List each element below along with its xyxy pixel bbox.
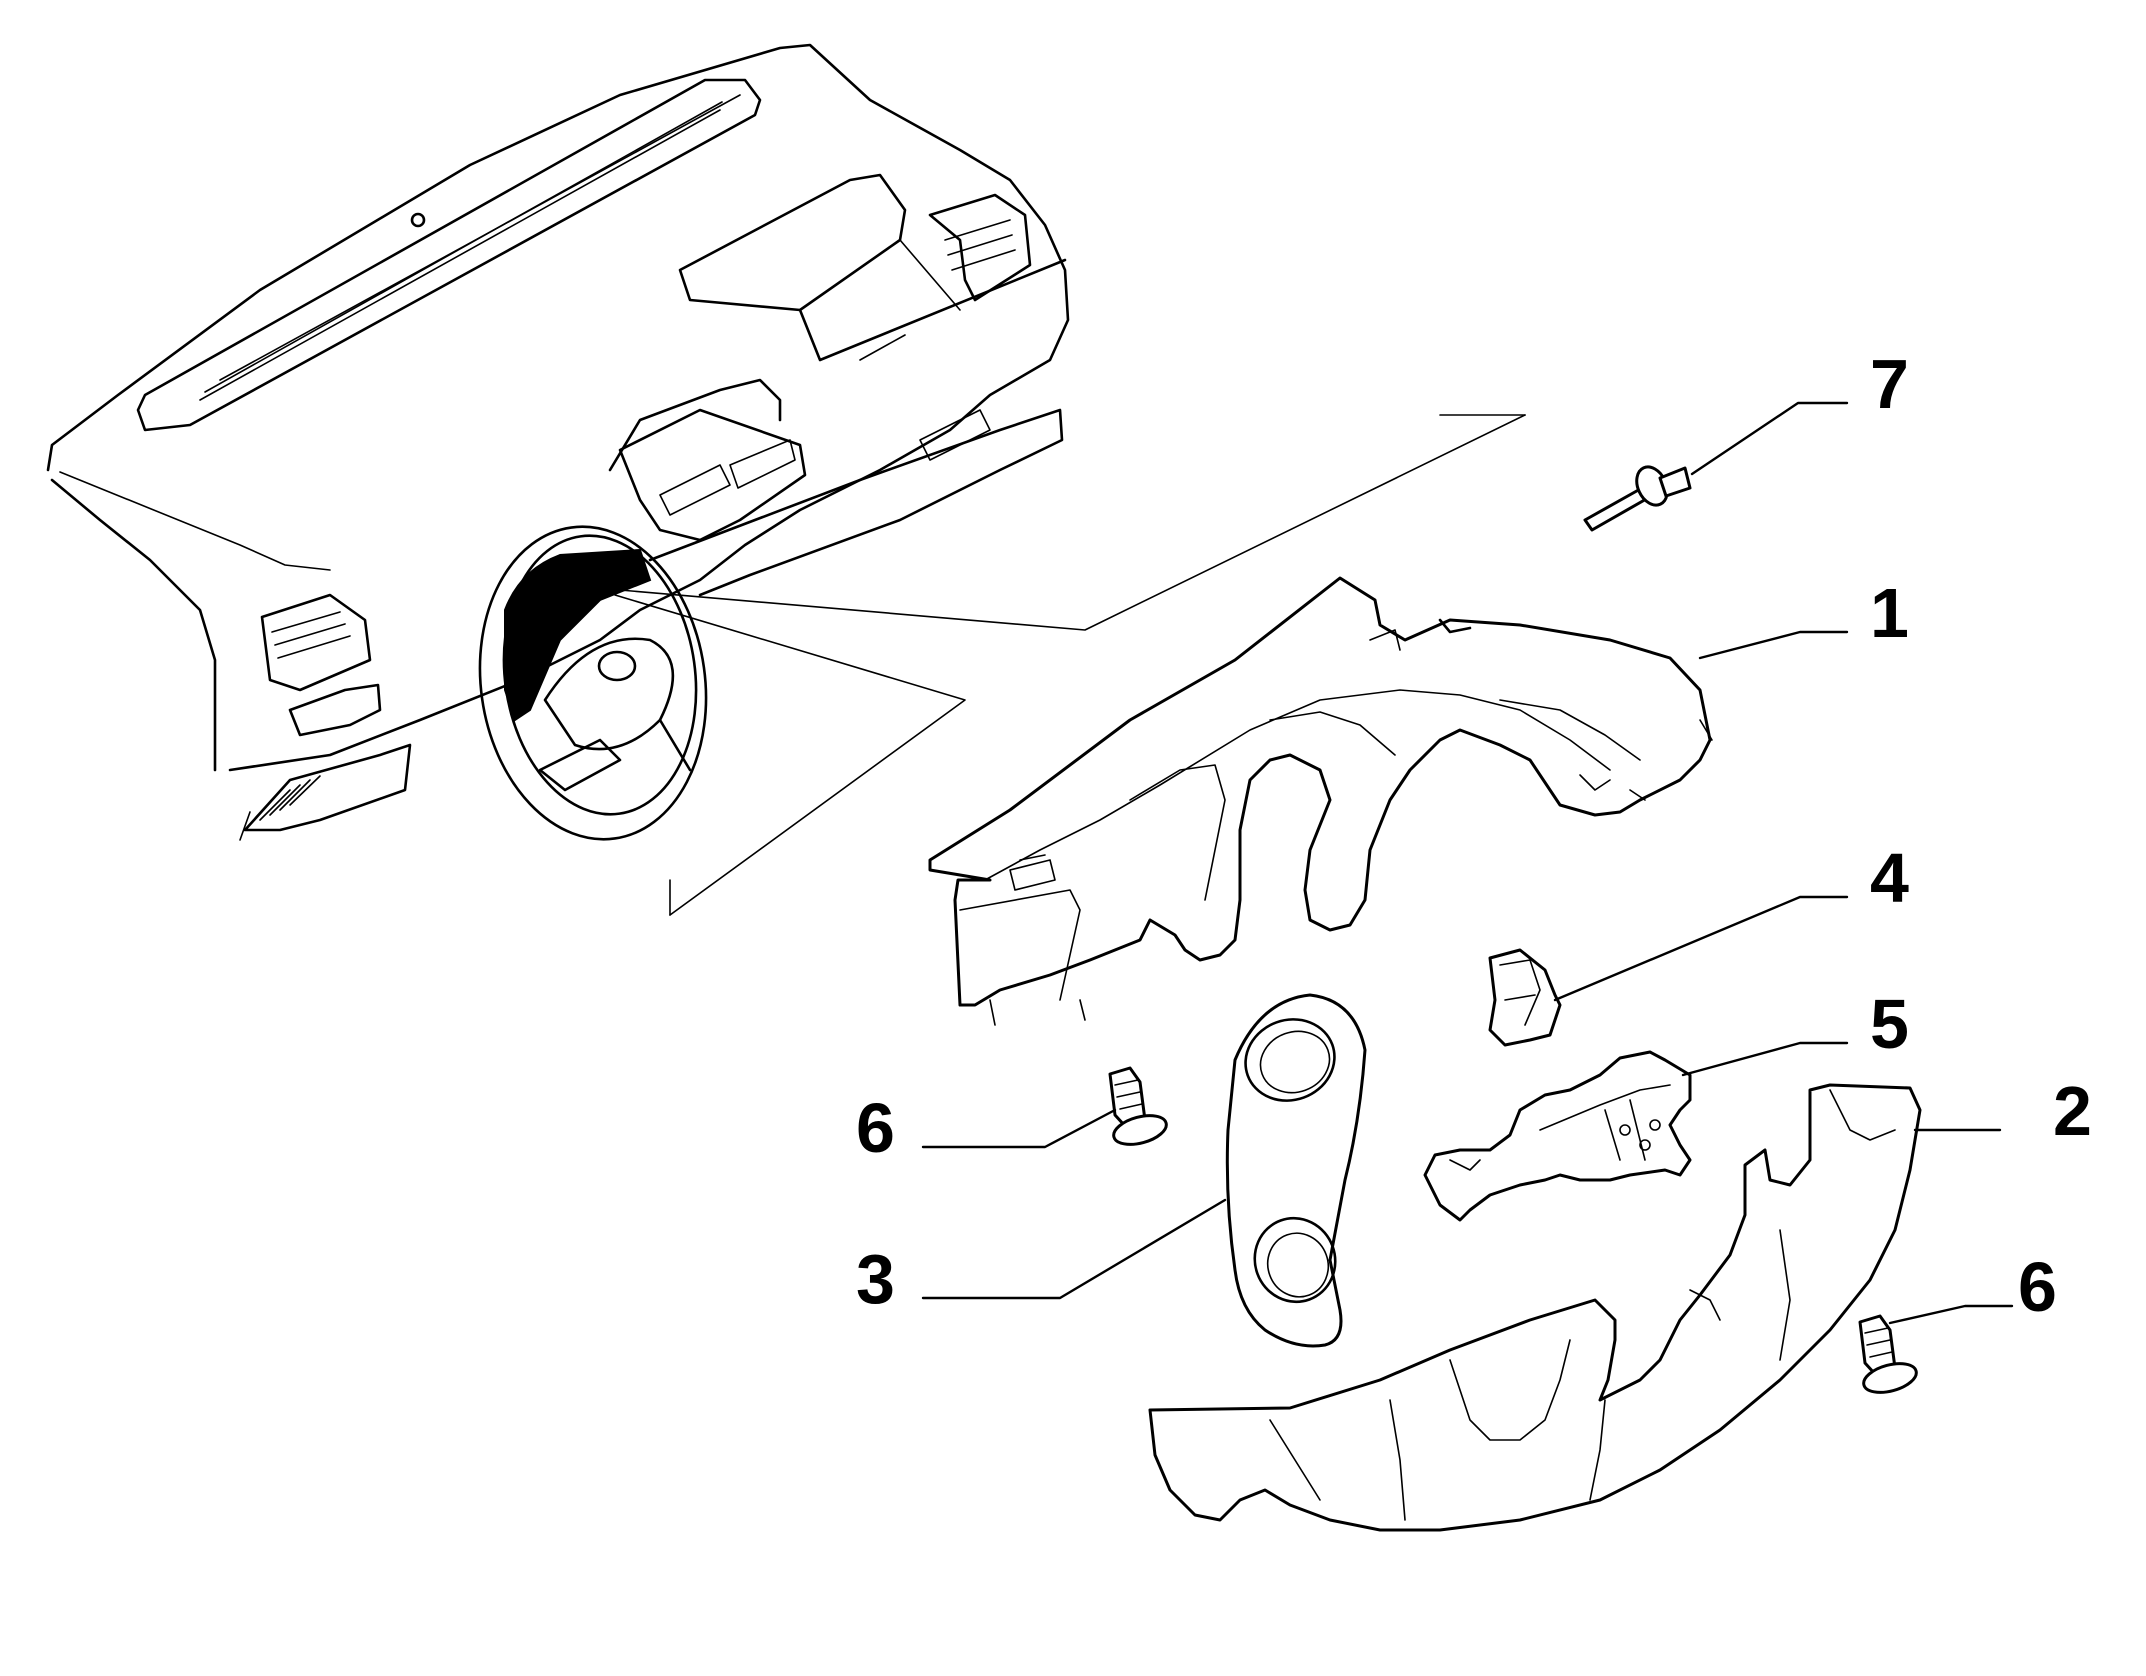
steering-wheel <box>478 525 708 841</box>
dashboard-overview <box>46 43 1526 916</box>
callout-7: 7 <box>1870 345 1909 423</box>
callout-6-right: 6 <box>2018 1248 2057 1326</box>
callout-6-left: 6 <box>856 1089 895 1167</box>
part-1-upper-steering-column-cover <box>928 576 1713 1026</box>
callout-2: 2 <box>2053 1072 2092 1150</box>
part-6-screw-right <box>1858 1314 1918 1394</box>
left-air-vent <box>260 593 382 737</box>
callout-5: 5 <box>1870 985 1909 1063</box>
callout-1: 1 <box>1870 574 1909 652</box>
callout-3: 3 <box>856 1240 895 1318</box>
part-2-lower-steering-column-cover <box>1148 1083 1922 1532</box>
defroster-vent <box>136 78 762 432</box>
leader-4 <box>1553 895 1849 1002</box>
part-4-clip <box>1488 948 1562 1047</box>
leader-5 <box>1681 1041 1849 1077</box>
leader-7 <box>1690 401 1849 476</box>
leader-6b <box>1888 1304 2014 1325</box>
leader-1 <box>1698 630 1849 660</box>
part-6-screw-left <box>1108 1066 1168 1146</box>
callout-4: 4 <box>1870 839 1909 917</box>
center-air-vents <box>608 378 807 542</box>
part-3-trim-ring <box>1225 993 1367 1348</box>
part-5-bracket <box>1423 1050 1692 1222</box>
leader-6a <box>921 1108 1117 1149</box>
callout-numbers: 7 1 4 5 2 6 3 6 <box>856 345 2092 1326</box>
leader-lines <box>921 401 2014 1325</box>
part-7-rivet <box>1583 465 1692 532</box>
right-air-vent <box>928 193 1032 302</box>
leader-3 <box>921 1198 1227 1300</box>
